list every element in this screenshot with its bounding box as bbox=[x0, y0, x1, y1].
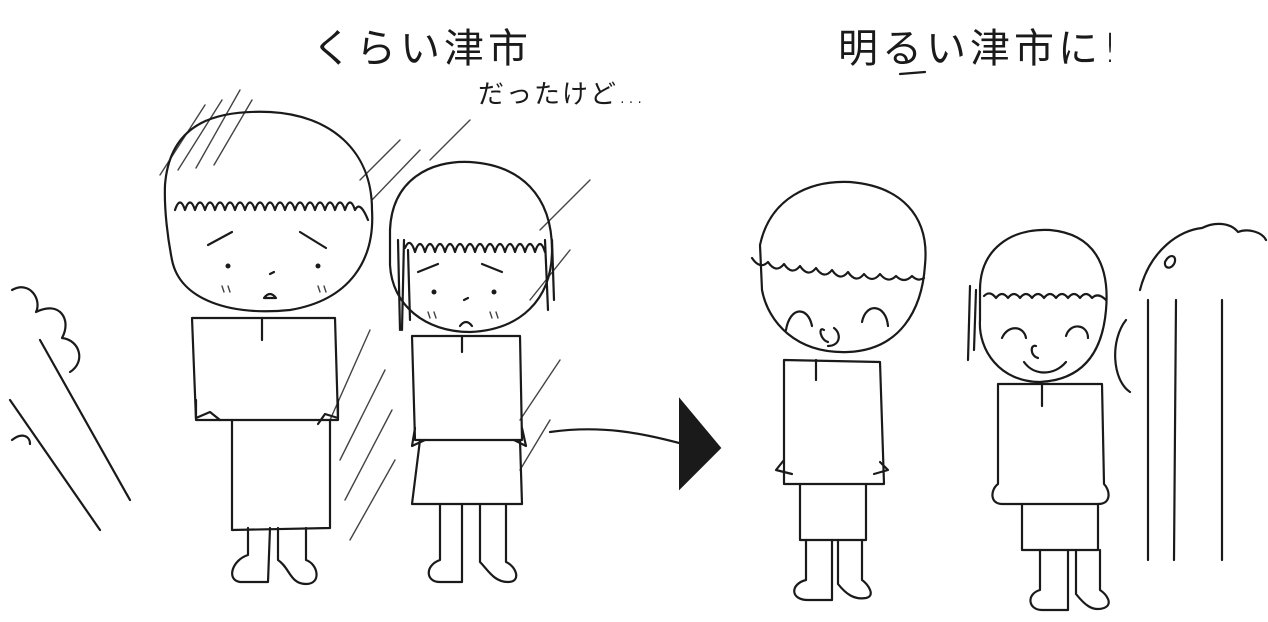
caption-but-it-was: だったけど… bbox=[478, 80, 647, 110]
sad-girl bbox=[388, 160, 556, 584]
sad-boy bbox=[163, 110, 374, 586]
caption-underline bbox=[898, 70, 927, 76]
transition-arrow bbox=[548, 397, 722, 491]
happy-boy bbox=[750, 180, 927, 602]
happy-girl bbox=[966, 228, 1110, 612]
right-tree bbox=[1114, 222, 1268, 562]
caption-bright-city: 明るい津市に! bbox=[838, 26, 1123, 72]
left-tree bbox=[8, 286, 132, 532]
gloom-lines bbox=[159, 89, 591, 541]
caption-dark-city: くらい津市 bbox=[312, 26, 532, 72]
